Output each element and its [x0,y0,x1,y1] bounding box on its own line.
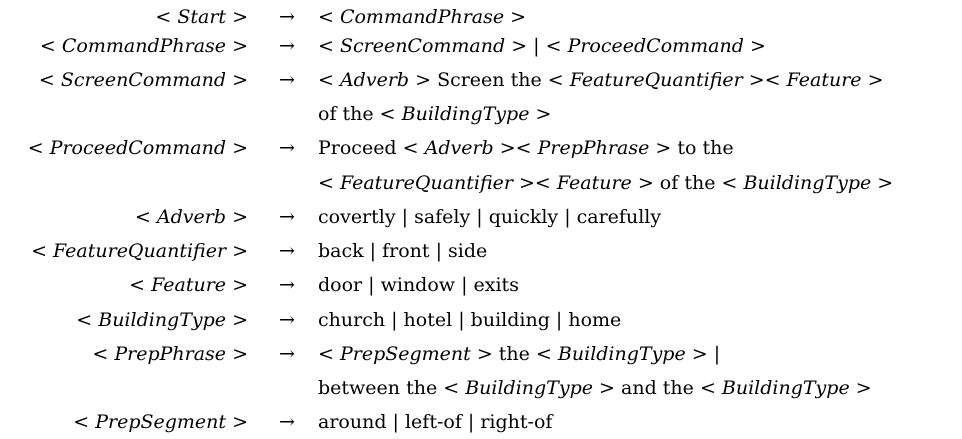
grammar-rule-row: < BuildingType > → church | hotel | buildi… [0,303,962,337]
rule-arrow: → [279,274,295,296]
grammar-rule-row: of the < BuildingType > [0,97,962,131]
nonterminal: < BuildingType > [699,377,872,399]
terminal-text: | [527,35,546,57]
nonterminal: < BuildingType > [721,172,894,194]
terminal-text: | [707,343,721,365]
terminal-text: of the [653,172,722,194]
terminal-text: church | hotel | building | home [318,309,622,331]
grammar-rule-row: < FeatureQuantifier >< Feature > of the … [0,166,962,200]
rule-lhs: < FeatureQuantifier > [31,240,248,262]
nonterminal: < FeatureQuantifier >< Feature > [547,69,884,91]
rule-rhs: < ScreenCommand > | < ProceedCommand > [318,29,962,63]
terminal-text: and the [614,377,700,399]
nonterminal: < ScreenCommand > [318,35,528,57]
rule-arrow: → [279,69,295,91]
rule-lhs: < Start > [155,6,248,28]
grammar-rule-row: < PrepPhrase > → < PrepSegment > the < Bui… [0,337,962,371]
terminal-text: Screen the [431,69,548,91]
grammar-rule-row: < Start > → < CommandPhrase > [0,0,962,34]
rule-lhs: < BuildingType > [76,309,248,331]
nonterminal: < BuildingType > [535,343,708,365]
rule-rhs: around | left-of | right-of [318,405,962,439]
rule-lhs: < CommandPhrase > [39,35,248,57]
terminal-text: covertly | safely | quickly | carefully [318,206,662,228]
rule-arrow: → [279,343,295,365]
grammar-rule-row: < CommandPhrase > → < ScreenCommand > | < … [0,29,962,63]
rule-rhs: Proceed < Adverb >< PrepPhrase > to the [318,131,962,165]
terminal-text: Proceed [318,137,403,159]
rule-rhs: door | window | exits [318,268,962,302]
rule-rhs: < FeatureQuantifier >< Feature > of the … [318,166,962,200]
rule-rhs: < CommandPhrase > [318,0,962,34]
grammar-rule-row: < ProceedCommand > → Proceed < Adverb >< P… [0,131,962,165]
rule-rhs: back | front | side [318,234,962,268]
terminal-text: of the [318,103,380,125]
rule-rhs: church | hotel | building | home [318,303,962,337]
rule-lhs: < Adverb > [134,206,248,228]
rule-arrow: → [279,411,295,433]
terminal-text: between the [318,377,444,399]
rule-lhs: < ProceedCommand > [27,137,248,159]
grammar-rule-row: < FeatureQuantifier > → back | front | sid… [0,234,962,268]
grammar-rule-row: between the < BuildingType > and the < B… [0,371,962,405]
nonterminal: < BuildingType > [443,377,615,399]
grammar-rule-row: < PrepSegment > → around | left-of | right… [0,405,962,439]
terminal-text: around | left-of | right-of [318,411,553,433]
rule-rhs: between the < BuildingType > and the < B… [318,371,962,405]
rule-arrow: → [279,309,295,331]
grammar-rule-row: < Adverb > → covertly | safely | quickly |… [0,200,962,234]
terminal-text: back | front | side [318,240,488,262]
nonterminal: < FeatureQuantifier >< Feature > [318,172,654,194]
nonterminal: < PrepSegment > [318,343,493,365]
rule-rhs: < PrepSegment > the < BuildingType > | [318,337,962,371]
rule-arrow: → [279,206,295,228]
nonterminal: < Adverb > [318,69,432,91]
rule-rhs: of the < BuildingType > [318,97,962,131]
rule-lhs: < PrepPhrase > [92,343,248,365]
rule-arrow: → [279,6,295,28]
nonterminal: < CommandPhrase > [318,6,527,28]
terminal-text: door | window | exits [318,274,519,296]
rule-arrow: → [279,35,295,57]
rule-arrow: → [279,240,295,262]
nonterminal: < ProceedCommand > [545,35,766,57]
nonterminal: < BuildingType > [379,103,552,125]
terminal-text: to the [671,137,734,159]
rule-rhs: < Adverb > Screen the < FeatureQuantifie… [318,63,962,97]
terminal-text: the [492,343,536,365]
rule-lhs: < ScreenCommand > [38,69,248,91]
rule-rhs: covertly | safely | quickly | carefully [318,200,962,234]
rule-lhs: < Feature > [129,274,248,296]
grammar-rule-row: < ScreenCommand > → < Adverb > Screen the … [0,63,962,97]
rule-arrow: → [279,137,295,159]
rule-lhs: < PrepSegment > [73,411,248,433]
nonterminal: < Adverb >< PrepPhrase > [402,137,672,159]
grammar-rule-row: < Feature > → door | window | exits [0,268,962,302]
